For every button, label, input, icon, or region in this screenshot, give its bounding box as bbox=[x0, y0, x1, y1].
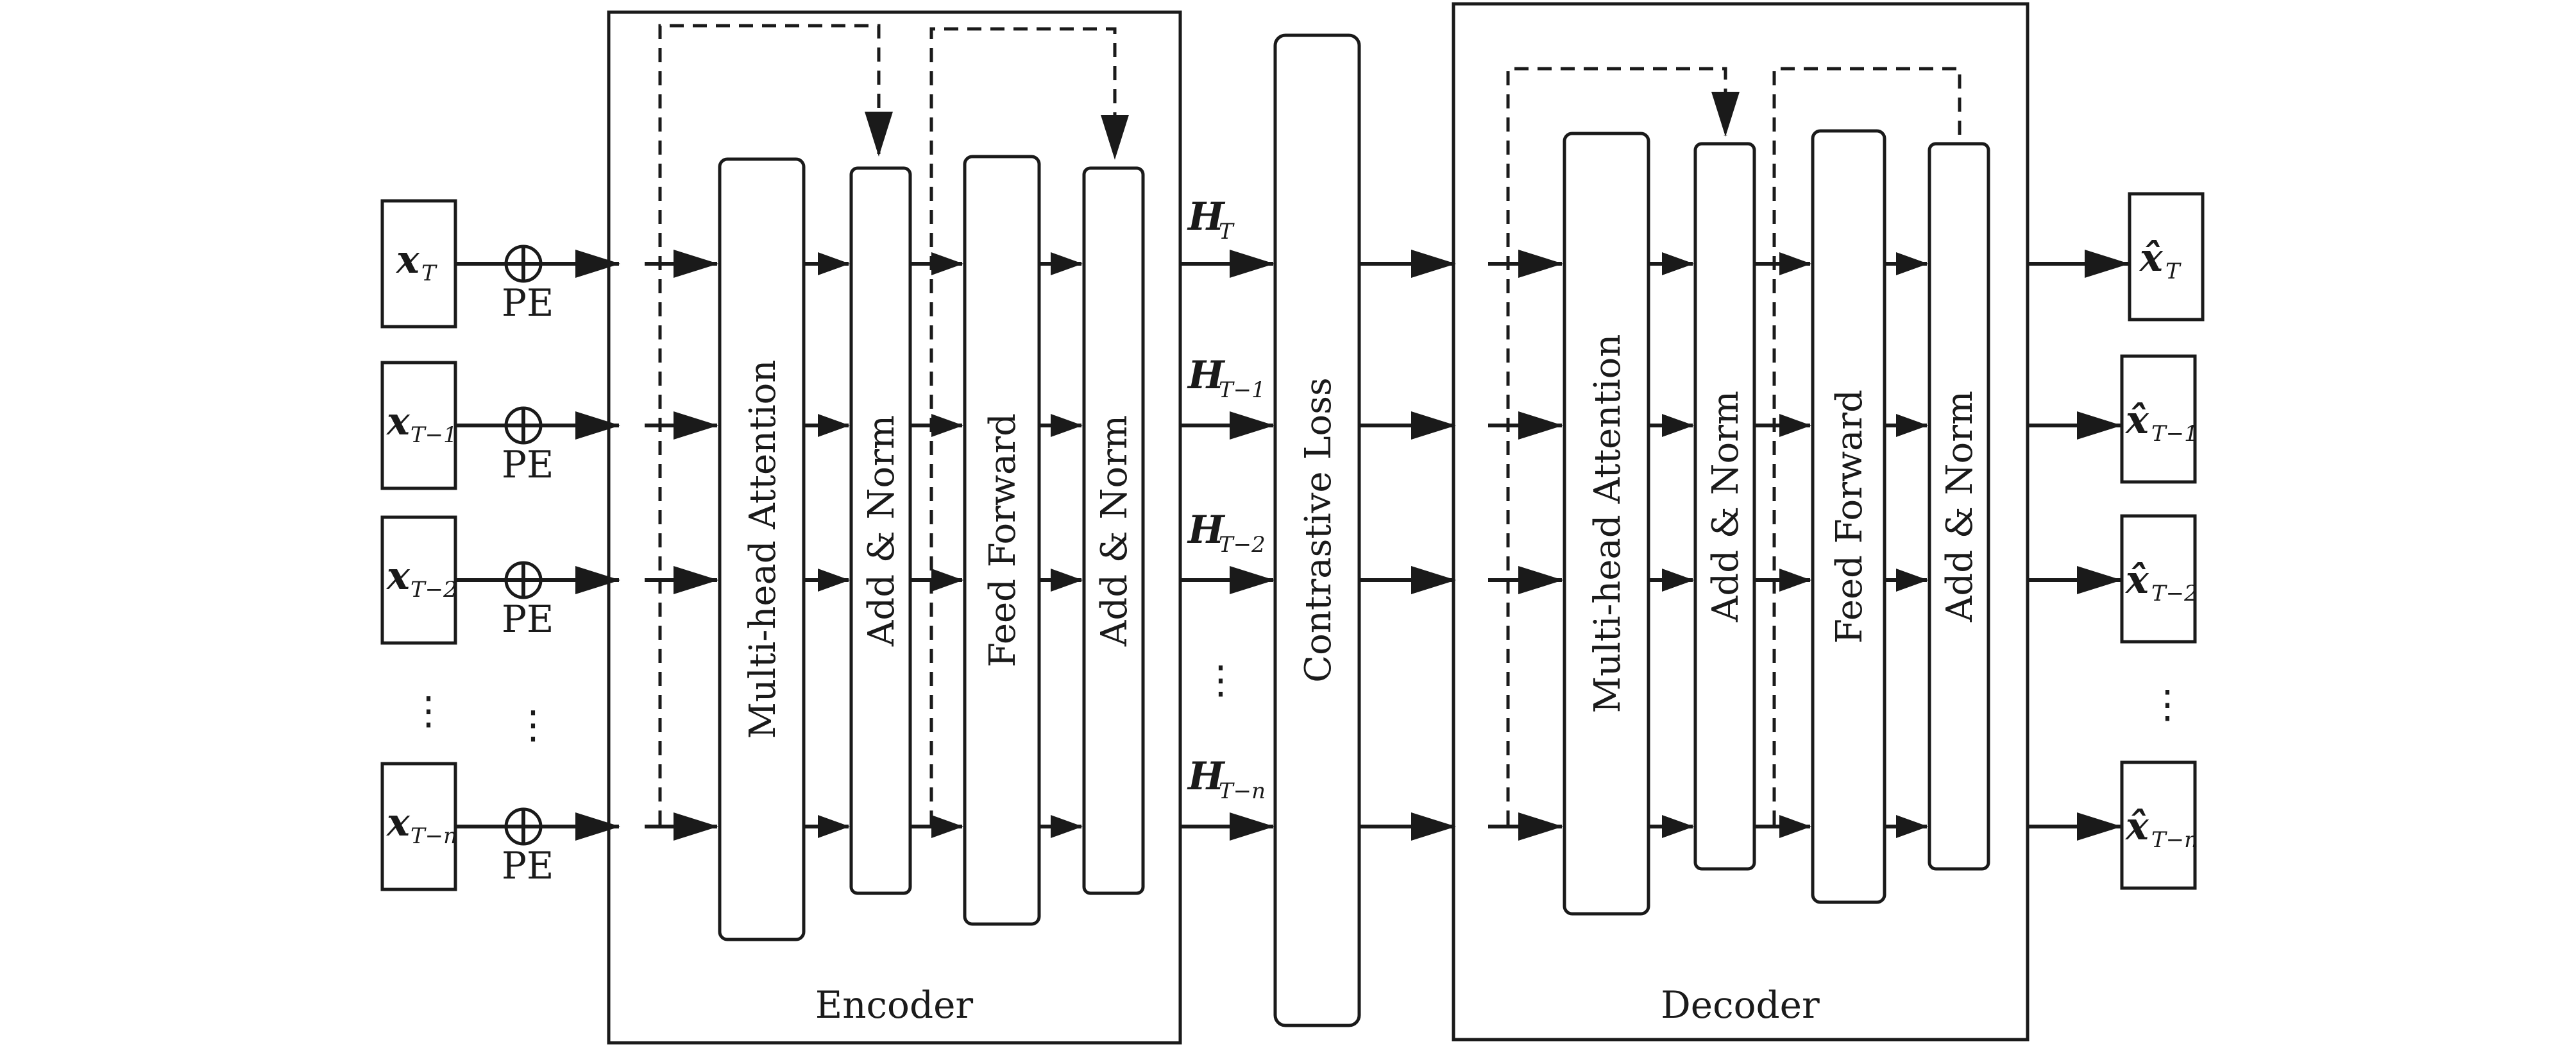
contrastive-loss-label: Contrastive Loss bbox=[1298, 377, 1339, 682]
encoder-mha-block bbox=[718, 157, 806, 941]
hidden-label-2: H T−2 bbox=[1187, 508, 1266, 558]
input-symbol: x bbox=[386, 554, 411, 599]
decoder-ff-label: Feed Forward bbox=[1829, 390, 1870, 644]
input-arrows bbox=[455, 250, 620, 841]
encoder-addnorm-1-label: Add & Norm bbox=[861, 415, 902, 647]
hidden-subscript: T bbox=[1219, 219, 1235, 244]
input-subscript: T−n bbox=[411, 823, 457, 849]
encoder: Encoder Multi-head Attention Add & Norm … bbox=[607, 10, 1182, 1045]
pe-label: PE bbox=[502, 443, 554, 486]
output-symbol: x̂ bbox=[2124, 398, 2149, 443]
input-subscript: T−2 bbox=[411, 577, 457, 603]
hidden-label-3: H T−n bbox=[1187, 754, 1266, 804]
positional-encoding-column: PE PE PE ⋮ PE bbox=[502, 244, 554, 887]
decoder-label: Decoder bbox=[1661, 983, 1820, 1027]
output-box-0: x̂ T bbox=[2128, 192, 2205, 322]
contrastive-loss-block bbox=[1273, 33, 1361, 1027]
encoder-addnorm-2-block bbox=[1082, 166, 1145, 895]
encoder-frame bbox=[607, 10, 1182, 1045]
decoder-ff-block bbox=[1811, 129, 1886, 904]
hidden-subscript: T−2 bbox=[1219, 532, 1266, 558]
hidden-states: H T H T−1 H T−2 ⋮ H T−n bbox=[1180, 194, 1275, 841]
encoder-label: Encoder bbox=[815, 983, 974, 1027]
output-subscript: T−n bbox=[2151, 827, 2198, 853]
output-box-2: x̂ T−2 bbox=[2120, 514, 2198, 644]
pe-node-1: PE bbox=[502, 406, 554, 486]
hidden-symbol: H bbox=[1187, 194, 1226, 239]
pe-node-2: PE bbox=[502, 561, 554, 641]
input-box-1: x T−1 bbox=[380, 361, 457, 490]
hidden-label-1: H T−1 bbox=[1187, 353, 1266, 403]
input-box-3: x T−n bbox=[380, 762, 457, 891]
input-subscript: T bbox=[421, 261, 437, 286]
encoder-internal-arrows bbox=[645, 250, 1083, 841]
hidden-label-0: H T bbox=[1187, 194, 1235, 244]
encoder-addnorm-1-block bbox=[849, 166, 912, 895]
decoder-addnorm-2-block bbox=[1928, 142, 1990, 871]
input-subscript: T−1 bbox=[411, 422, 457, 448]
decoder-mha-label: Multi-head Attention bbox=[1587, 334, 1629, 714]
decoder-addnorm-1-label: Add & Norm bbox=[1705, 391, 1747, 622]
encoder-mha-label: Multi-head Attention bbox=[742, 360, 784, 739]
decoder-frame bbox=[1452, 2, 2029, 1042]
decoder-addnorm-2-label: Add & Norm bbox=[1939, 391, 1981, 622]
output-arrows bbox=[2028, 250, 2130, 841]
decoder-internal-arrows bbox=[1488, 250, 1928, 841]
decoder-mha-block bbox=[1563, 132, 1650, 916]
hidden-subscript: T−n bbox=[1219, 778, 1266, 804]
output-column: x̂ T x̂ T−1 x̂ T−2 ⋮ x̂ T−n bbox=[2120, 192, 2205, 890]
hidden-symbol: H bbox=[1187, 754, 1226, 799]
loss-to-decoder-arrows bbox=[1359, 250, 1456, 841]
input-ellipsis: ⋮ bbox=[409, 689, 448, 733]
pe-label: PE bbox=[502, 281, 554, 325]
output-symbol: x̂ bbox=[2124, 558, 2149, 603]
output-subscript: T−1 bbox=[2151, 421, 2198, 447]
pe-ellipsis: ⋮ bbox=[514, 703, 552, 748]
output-subscript: T bbox=[2165, 259, 2182, 284]
decoder-residual-1 bbox=[1506, 67, 1740, 825]
pe-label: PE bbox=[502, 597, 554, 641]
decoder-residual-2 bbox=[1772, 67, 1962, 825]
encoder-addnorm-2-label: Add & Norm bbox=[1094, 415, 1135, 647]
output-box-3: x̂ T−n bbox=[2120, 760, 2198, 890]
input-box-2: x T−2 bbox=[380, 515, 457, 645]
output-symbol: x̂ bbox=[2139, 236, 2164, 280]
input-symbol: x bbox=[395, 237, 420, 282]
pe-label: PE bbox=[502, 844, 554, 887]
input-symbol: x bbox=[386, 399, 411, 444]
decoder: Decoder Multi-head Attention Add & Norm … bbox=[1452, 2, 2029, 1042]
hidden-subscript: T−1 bbox=[1219, 377, 1266, 403]
input-column: x T x T−1 x T−2 ⋮ x T−n bbox=[380, 199, 457, 891]
encoder-ff-block bbox=[963, 155, 1041, 926]
hidden-ellipsis: ⋮ bbox=[1201, 658, 1240, 703]
hidden-symbol: H bbox=[1187, 508, 1226, 553]
input-symbol: x bbox=[386, 800, 411, 845]
pe-node-0: PE bbox=[502, 244, 554, 325]
contrastive-loss: Contrastive Loss bbox=[1273, 33, 1361, 1027]
output-subscript: T−2 bbox=[2151, 581, 2198, 606]
encoder-ff-label: Feed Forward bbox=[982, 413, 1024, 667]
hidden-symbol: H bbox=[1187, 353, 1226, 398]
pe-node-3: PE bbox=[502, 807, 554, 887]
output-ellipsis: ⋮ bbox=[2148, 682, 2187, 727]
input-box-0: x T bbox=[380, 199, 457, 329]
output-box-1: x̂ T−1 bbox=[2120, 354, 2198, 484]
output-symbol: x̂ bbox=[2124, 804, 2149, 849]
decoder-addnorm-1-block bbox=[1693, 142, 1756, 871]
